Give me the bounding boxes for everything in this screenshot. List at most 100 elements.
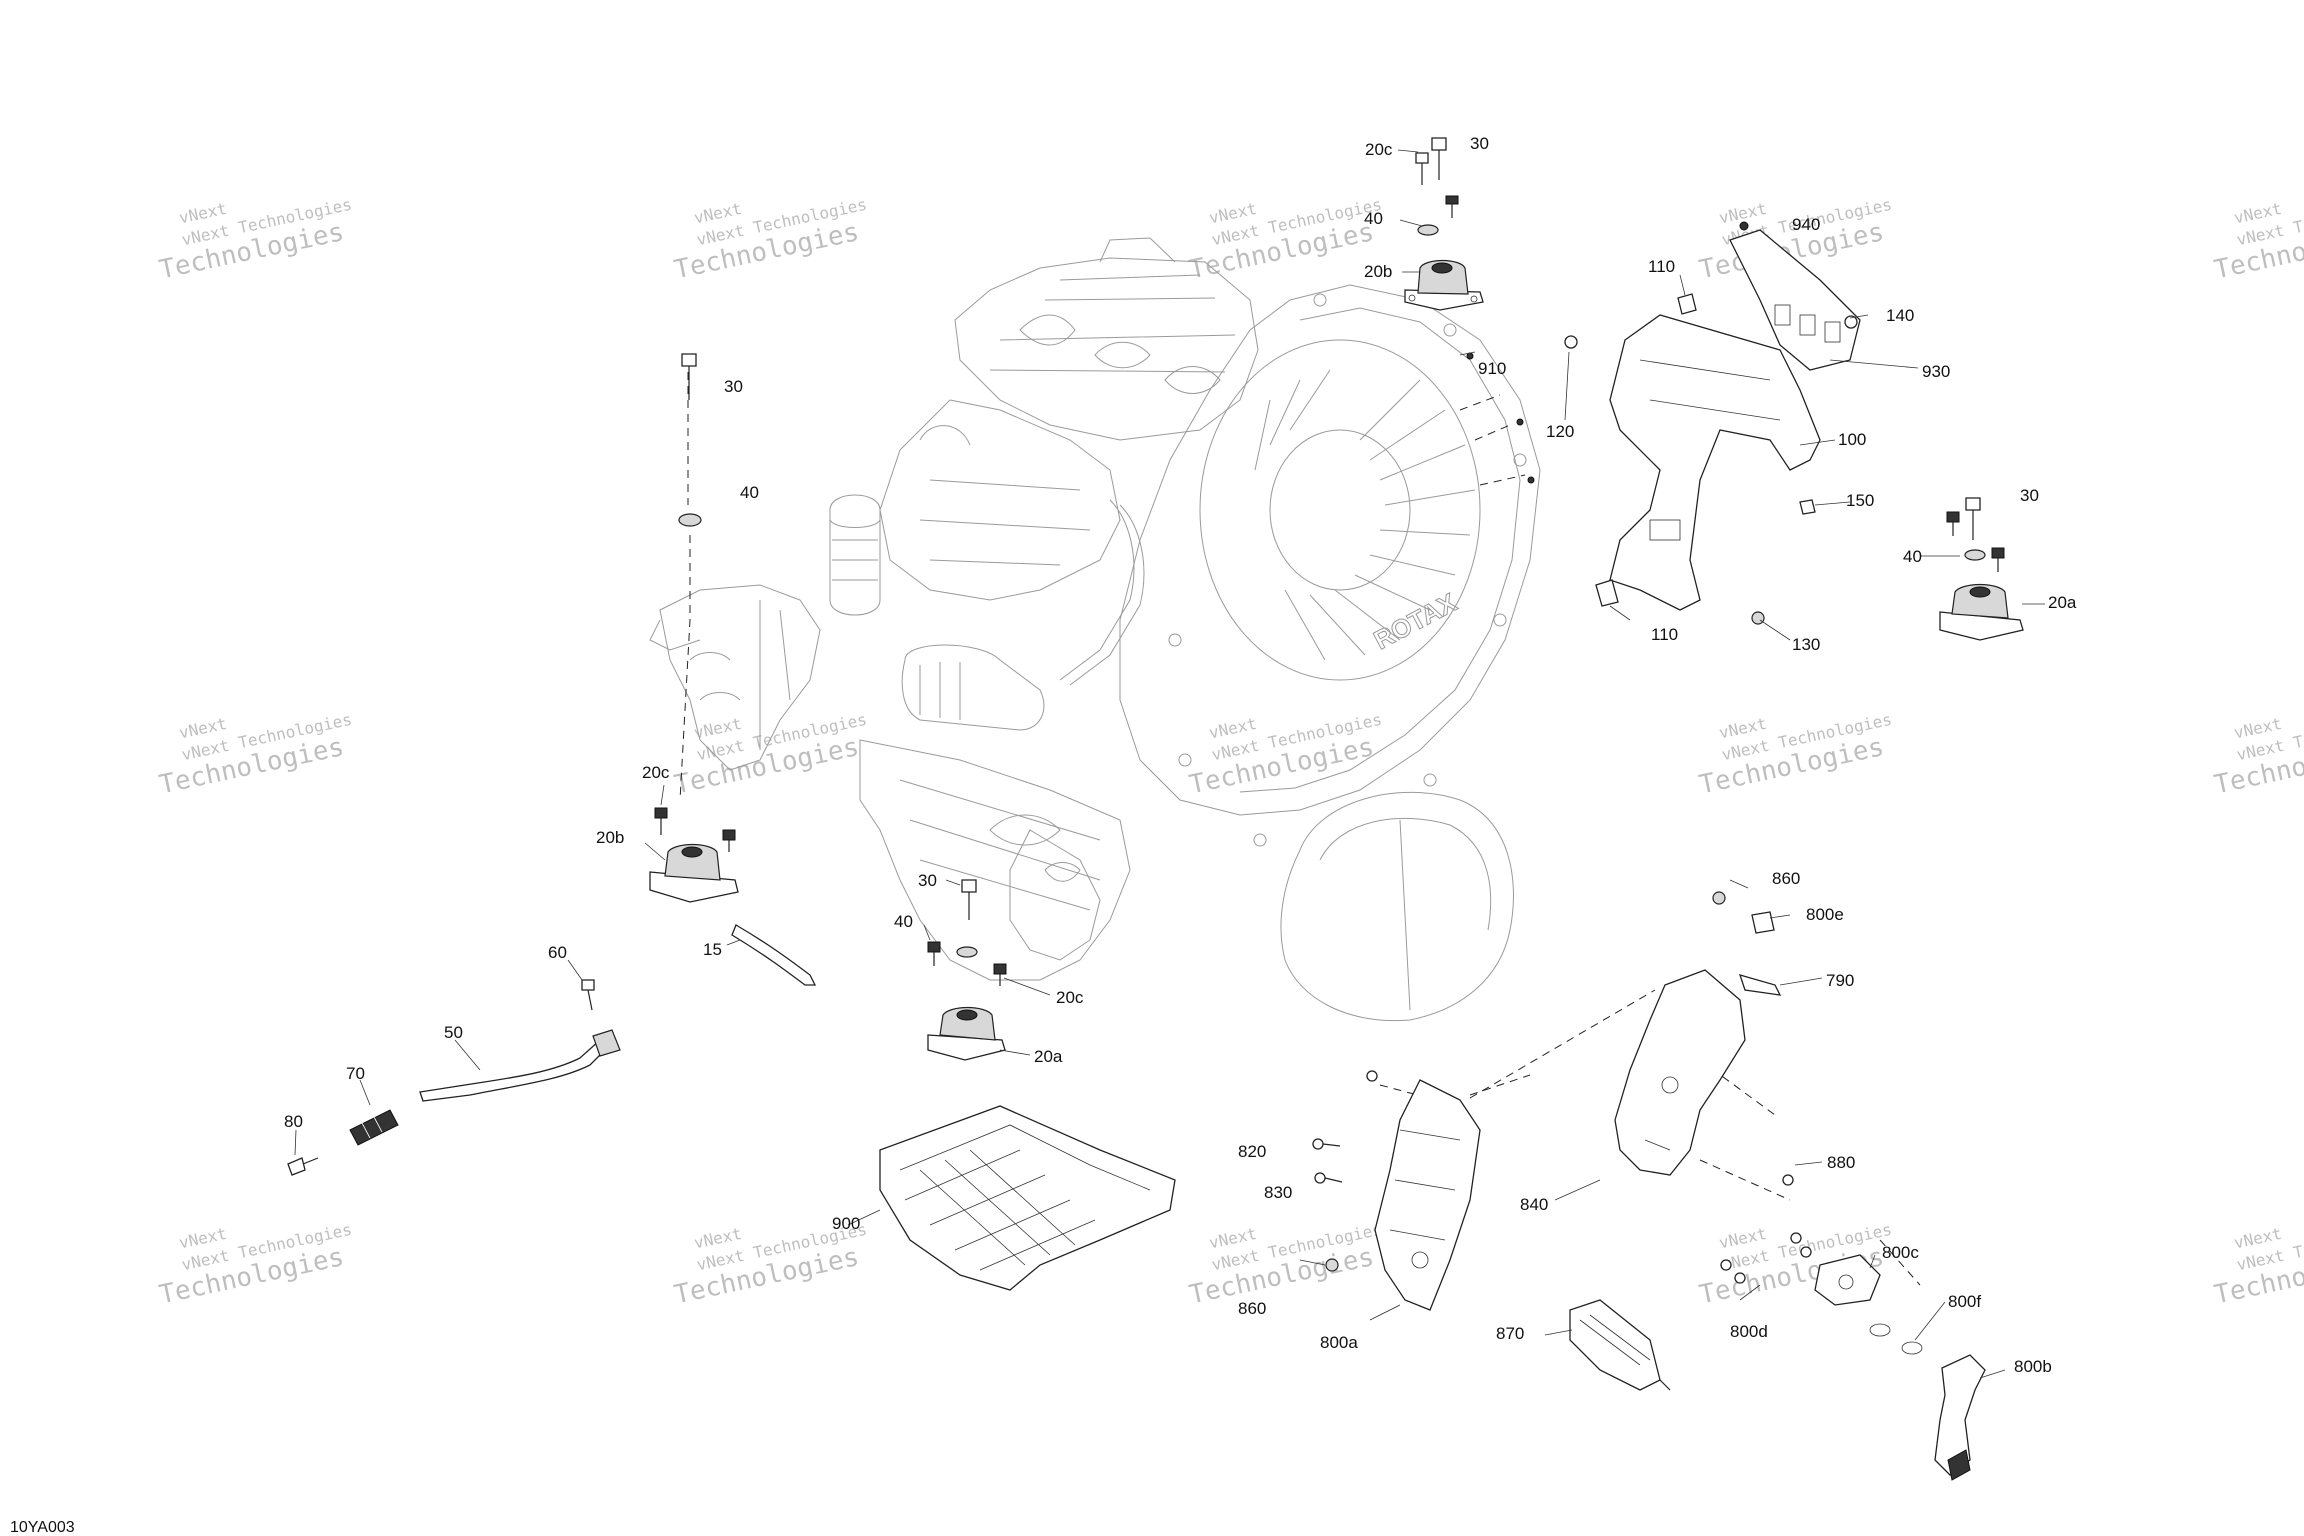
engine-mount-20b-left [649, 843, 739, 903]
watermark: vNext vNext Technologies Technologies [1187, 1220, 1384, 1311]
clip-110-top [1677, 293, 1697, 315]
callout-label: 30 [918, 871, 937, 890]
screw-860-lower [1325, 1258, 1339, 1272]
callout-label: 30 [2020, 486, 2039, 505]
screw-bracket [1366, 1070, 1378, 1082]
watermark: vNext vNext Technologies Technologies [157, 1220, 354, 1311]
screws-800d [1720, 1232, 1812, 1284]
screw-940 [1739, 221, 1749, 231]
flywheel-fan [1199, 339, 1481, 681]
callout-label: 20a [1034, 1047, 1063, 1066]
screw-60 [581, 979, 595, 1011]
callout-label: 20b [1364, 262, 1392, 281]
callout-labels: 20c 30 40 20b 110 940 140 930 910 120 10… [284, 134, 2077, 1376]
engine-mount-20a-center [927, 1006, 1006, 1061]
part-870 [1569, 1299, 1671, 1391]
callout-label: 790 [1826, 971, 1854, 990]
watermark: vNext vNext Technologies Technologies [1187, 195, 1384, 286]
callout-leaders [294, 149, 2045, 1379]
callout-label: 910 [1478, 359, 1506, 378]
callout-label: 30 [724, 377, 743, 396]
callout-label: 800b [2014, 1357, 2052, 1376]
bracket-800a [1374, 1079, 1481, 1311]
screw-120 [1564, 335, 1578, 349]
washer-40-top [1417, 224, 1439, 236]
bolt-top-small [1445, 195, 1459, 218]
screws-910 [1466, 352, 1535, 484]
callout-label: 870 [1496, 1324, 1524, 1343]
engine-mount-20a-right [1939, 583, 2024, 641]
bolt-30-top [1431, 137, 1447, 180]
bolt-830 [1314, 1172, 1343, 1184]
callout-label: 860 [1238, 1299, 1266, 1318]
engine-logo: ROTAX [1369, 587, 1462, 656]
watermark: vNext vNext Technologies Technologies [1697, 710, 1894, 801]
callout-label: 20b [596, 828, 624, 847]
grip-70 [349, 1109, 399, 1146]
callout-label: 20a [2048, 593, 2077, 612]
callout-label: 800a [1320, 1333, 1358, 1352]
bracket-100 [1609, 314, 1821, 611]
callout-label: 40 [740, 483, 759, 502]
bracket-930 [1729, 229, 1861, 371]
callout-label: 20c [1056, 988, 1084, 1007]
o-ring-800f [1869, 1323, 1923, 1355]
callout-label: 80 [284, 1112, 303, 1131]
bolt-30-center [961, 879, 977, 920]
watermark: vNext vNext Technologies Technologies [2212, 710, 2304, 801]
callout-label: 15 [703, 940, 722, 959]
callout-label: 140 [1886, 306, 1914, 325]
callout-label: 30 [1470, 134, 1489, 153]
callout-label: 900 [832, 1214, 860, 1233]
callout-label: 110 [1648, 257, 1675, 276]
watermark: vNext vNext Technologies Technologies [1187, 710, 1384, 801]
callout-label: 800e [1806, 905, 1844, 924]
callout-label: 800c [1882, 1243, 1919, 1262]
watermark: vNext vNext Technologies Technologies [157, 710, 354, 801]
bolt-20c-right [1946, 511, 2005, 572]
sensor-800b [1934, 1354, 1986, 1481]
parts [287, 137, 2024, 1481]
washer-40-right [1964, 549, 1986, 561]
nut-800e [1751, 911, 1775, 934]
callout-label: 800d [1730, 1322, 1768, 1341]
callout-label: 880 [1827, 1153, 1855, 1172]
watermark: vNext vNext Technologies Technologies [2212, 1220, 2304, 1311]
bolt-20c-top [1415, 152, 1429, 185]
watermark: vNext vNext Technologies Technologies [2212, 195, 2304, 286]
diagram-code: 10YA003 [10, 1519, 75, 1536]
washer-40-left [678, 513, 702, 527]
callout-label: 840 [1520, 1195, 1548, 1214]
callout-label: 100 [1838, 430, 1866, 449]
shift-rod-50 [419, 1029, 621, 1102]
cover-840 [1614, 969, 1746, 1176]
watermark: vNext vNext Technologies Technologies [157, 195, 354, 286]
watermark: vNext vNext Technologies Technologies [672, 710, 869, 801]
bolt-30-right [1965, 497, 1981, 540]
callout-label: 40 [1364, 209, 1383, 228]
callout-label: 50 [444, 1023, 463, 1042]
clip-110-bottom [1595, 579, 1619, 607]
screw-80 [287, 1157, 319, 1176]
callout-label: 820 [1238, 1142, 1266, 1161]
callout-label: 110 [1651, 625, 1678, 644]
watermark: vNext vNext Technologies Technologies [672, 195, 869, 286]
skid-cover-900 [879, 1105, 1176, 1291]
strap-15 [731, 924, 817, 986]
engine-assembly: ROTAX [649, 237, 1541, 1022]
screw-880 [1782, 1174, 1794, 1186]
assembly-guide-lines [679, 372, 1921, 1286]
callout-label: 120 [1546, 422, 1574, 441]
housing-800c [1814, 1254, 1881, 1306]
bolt-20c-left [654, 807, 736, 852]
bolt-30-left [681, 353, 697, 400]
callout-label: 830 [1264, 1183, 1292, 1202]
screw-140 [1844, 315, 1858, 329]
callout-label: 40 [1903, 547, 1922, 566]
callout-label: 150 [1846, 491, 1874, 510]
callout-label: 860 [1772, 869, 1800, 888]
callout-label: 800f [1948, 1292, 1981, 1311]
watermark-layer: vNext vNext Technologies Technologies vN… [157, 195, 2304, 1311]
callout-label: 70 [346, 1064, 365, 1083]
